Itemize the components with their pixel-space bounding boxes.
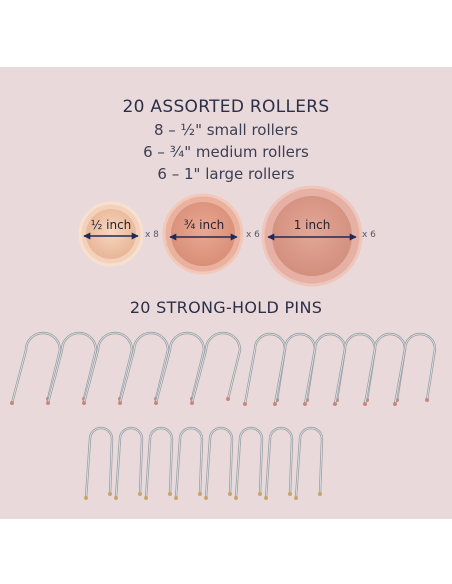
hair-pin [46, 331, 98, 405]
hair-pin [190, 331, 242, 405]
pin-tip [226, 397, 230, 401]
hair-pin [174, 426, 204, 500]
hair-pin [243, 332, 287, 406]
product-panel [0, 67, 452, 519]
pin-tip [118, 401, 122, 405]
pin-tip [10, 401, 14, 405]
hair-pin [204, 426, 234, 500]
medium-rollers-line: 6 – ¾" medium rollers [143, 143, 309, 161]
hair-pin [114, 426, 144, 500]
pins-group [10, 331, 437, 500]
hair-pin [264, 426, 294, 500]
hair-pin [393, 332, 437, 406]
small-roller [78, 201, 144, 267]
pin-tip [264, 496, 268, 500]
pin-tip [363, 402, 367, 406]
hair-pin [154, 331, 206, 405]
pin-tip [114, 496, 118, 500]
medium-roller-count: x 6 [246, 230, 260, 240]
pin-tip [234, 496, 238, 500]
pin-tip [204, 496, 208, 500]
pin-tip [144, 496, 148, 500]
large-rollers-line: 6 – 1" large rollers [157, 165, 295, 183]
pin-tip [303, 402, 307, 406]
pin-tip [294, 496, 298, 500]
hair-pin [84, 426, 114, 500]
pin-tip [228, 492, 232, 496]
pin-tip [168, 492, 172, 496]
pin-tip [425, 398, 429, 402]
pin-tip [84, 496, 88, 500]
pins-title: 20 STRONG-HOLD PINS [129, 298, 323, 317]
medium-roller [162, 193, 244, 275]
large-roller-label: 1 inch [293, 218, 331, 232]
hair-pin [333, 332, 377, 406]
medium-roller-label: ¾ inch [183, 218, 225, 232]
hair-pin [118, 331, 170, 405]
pin-tip [288, 492, 292, 496]
small-rollers-line: 8 – ½" small rollers [153, 121, 299, 139]
pin-tip [243, 402, 247, 406]
pin-tip [108, 492, 112, 496]
large-roller [261, 185, 363, 287]
hair-pin [363, 332, 407, 406]
pin-tip [318, 492, 322, 496]
hair-pin [294, 426, 324, 500]
pin-tip [174, 496, 178, 500]
pin-tip [198, 492, 202, 496]
pin-tip [333, 402, 337, 406]
pin-tip [393, 402, 397, 406]
hair-pin [273, 332, 317, 406]
small-roller-label: ½ inch [90, 218, 132, 232]
pin-tip [190, 401, 194, 405]
pin-tip [46, 401, 50, 405]
pin-tip [138, 492, 142, 496]
pin-tip [258, 492, 262, 496]
pin-tip [82, 401, 86, 405]
hair-pin [10, 331, 62, 405]
small-roller-count: x 8 [145, 230, 159, 240]
hair-pin [82, 331, 134, 405]
rollers-title: 20 ASSORTED ROLLERS [122, 97, 330, 117]
large-roller-count: x 6 [362, 230, 376, 240]
pin-tip [154, 401, 158, 405]
hair-pin [234, 426, 264, 500]
pin-tip [273, 402, 277, 406]
hair-pin [303, 332, 347, 406]
hair-pin [144, 426, 174, 500]
